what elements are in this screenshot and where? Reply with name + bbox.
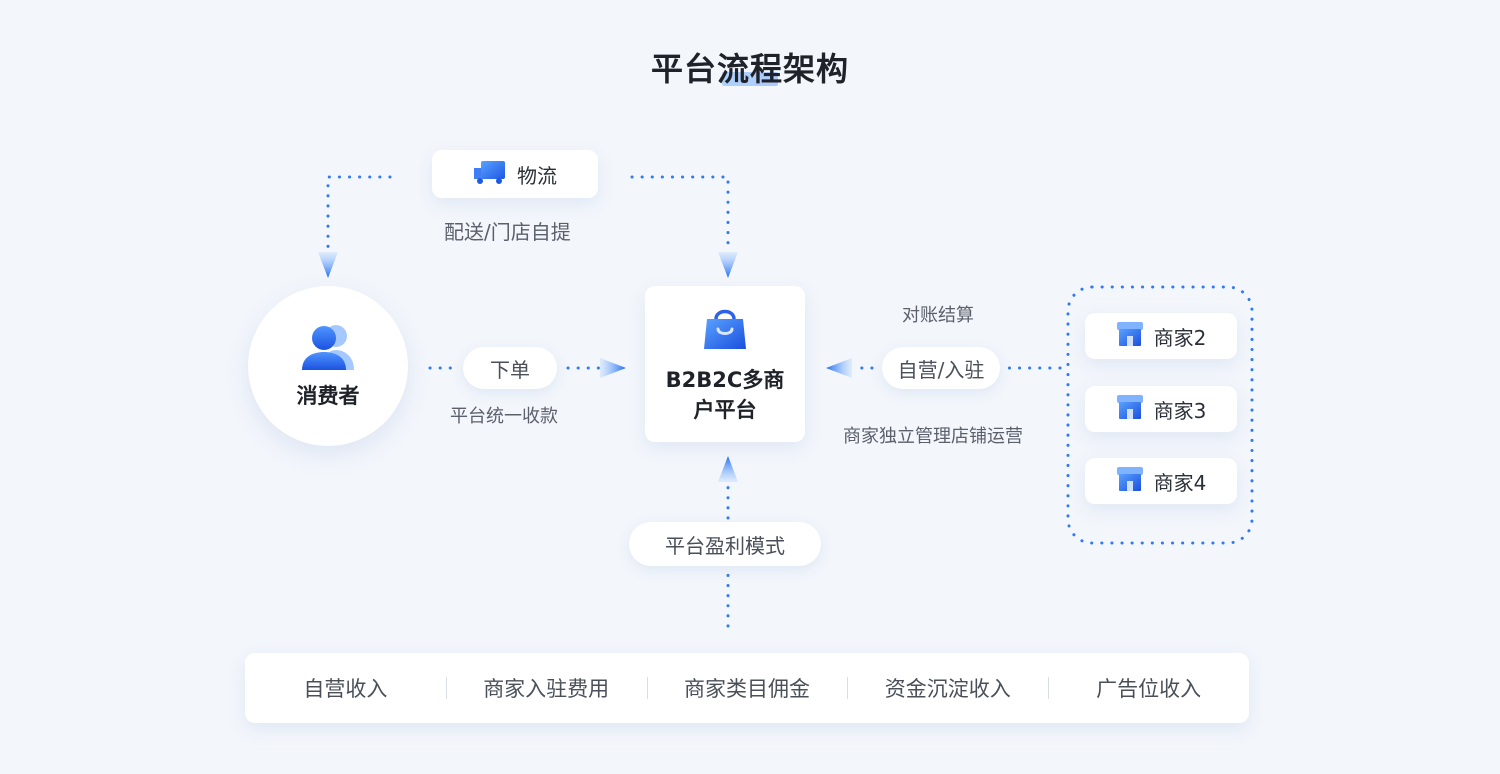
merchant-label: 商家3: [1153, 398, 1207, 423]
revenue-item: 资金沉淀收入: [847, 673, 1048, 703]
page-title: 平台流程架构: [650, 50, 849, 88]
arrow-left-platform: [826, 358, 852, 378]
profit-model-pill: 平台盈利模式: [629, 522, 821, 566]
users-icon: [300, 322, 356, 376]
merchant-card: 商家4: [1085, 458, 1237, 504]
arrow-down-consumer: [318, 252, 338, 278]
merchant-group-frame: [1066, 285, 1254, 545]
shopping-bag-icon: [700, 303, 750, 357]
revenue-item: 商家入驻费用: [445, 673, 647, 703]
revenue-bar: 自营收入 商家入驻费用 商家类目佣金 资金沉淀收入 广告位收入: [245, 653, 1249, 723]
platform-node: B2B2C多商户平台: [645, 286, 805, 442]
merchant-card: 商家3: [1085, 386, 1237, 432]
revenue-item: 自营收入: [303, 677, 388, 701]
arrow-down-platform: [718, 252, 738, 278]
title-highlight: [722, 72, 778, 86]
store-icon: [1116, 466, 1144, 497]
logistics-node: 物流: [432, 150, 598, 198]
platform-label: B2B2C多商户平台: [665, 368, 785, 422]
order-caption: 平台统一收款: [450, 406, 558, 427]
settlement-label: 自营/入驻: [897, 357, 985, 382]
store-icon: [1116, 321, 1144, 352]
profit-model-label: 平台盈利模式: [665, 533, 785, 558]
arrow-right-platform: [600, 358, 626, 378]
arrow-up-platform: [718, 456, 738, 482]
revenue-item: 商家类目佣金: [646, 673, 848, 703]
consumer-label: 消费者: [296, 384, 360, 408]
settlement-top-caption: 对账结算: [902, 305, 974, 326]
logistics-caption: 配送/门店自提: [444, 220, 571, 244]
line-logistics-to-consumer: [326, 175, 392, 254]
revenue-item: 广告位收入: [1048, 673, 1249, 703]
merchant-card: 商家2: [1085, 313, 1237, 359]
merchant-label: 商家4: [1153, 470, 1207, 495]
store-icon: [1116, 394, 1144, 425]
line-logistics-to-platform: [630, 175, 730, 254]
merchant-label: 商家2: [1153, 325, 1207, 350]
settlement-caption: 商家独立管理店铺运营: [843, 426, 1023, 447]
order-pill: 下单: [463, 347, 557, 389]
truck-icon: [473, 159, 507, 190]
consumer-node: 消费者: [248, 286, 408, 446]
order-label: 下单: [490, 357, 530, 382]
settlement-pill: 自营/入驻: [882, 347, 1000, 389]
logistics-label: 物流: [517, 163, 557, 188]
